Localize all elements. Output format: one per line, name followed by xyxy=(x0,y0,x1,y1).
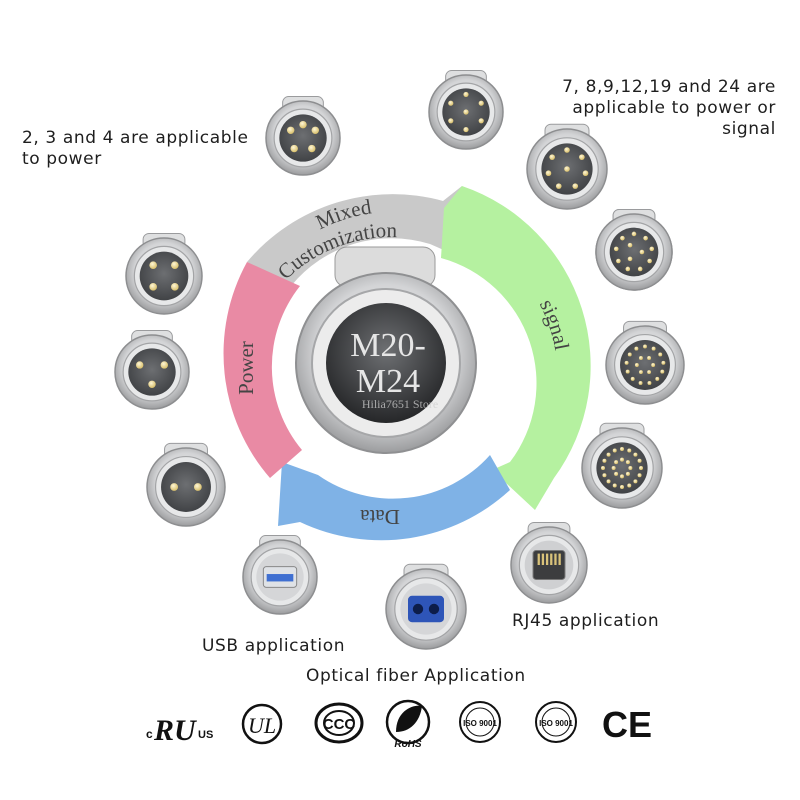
cycle-ring: Mixed Customization signal Data Power xyxy=(223,186,591,541)
caption-rj45: RJ45 application xyxy=(512,611,660,631)
connector-24pin xyxy=(581,422,663,509)
connector-optical-fiber xyxy=(385,563,467,650)
svg-text:RU: RU xyxy=(153,714,197,747)
connector-3pin xyxy=(114,330,190,410)
data-arc xyxy=(278,455,510,541)
connector-rj45 xyxy=(510,521,588,604)
iso-9001-logo-1: ISO 9001 xyxy=(459,701,501,743)
connector-19pin xyxy=(605,320,685,405)
certification-row: c RU US UL CCC RoHS ISO 9001 ISO 9001 xyxy=(146,699,652,750)
rohs-logo: RoHS xyxy=(385,699,431,750)
iso-9001-logo-2: ISO 9001 xyxy=(535,701,577,743)
svg-text:US: US xyxy=(198,729,213,741)
connector-7pin xyxy=(428,70,504,150)
ring-label-data: Data xyxy=(360,505,400,529)
connector-8pin xyxy=(526,123,608,210)
connector-2pin xyxy=(146,442,226,527)
ccc-logo: CCC xyxy=(314,702,364,744)
ring-label-power: Power xyxy=(234,341,258,395)
caption-optical-fiber: Optical fiber Application xyxy=(306,666,526,686)
connector-5pin xyxy=(265,96,341,176)
connector-usb xyxy=(242,535,318,615)
svg-text:UL: UL xyxy=(248,713,276,738)
connector-12pin xyxy=(595,208,673,291)
svg-text:ISO 9001: ISO 9001 xyxy=(539,719,573,728)
center-model-line2: M24 xyxy=(356,363,420,400)
watermark: Hilia7651 Store xyxy=(362,397,438,411)
connector-gallery xyxy=(114,70,685,650)
ul-recognized-logo: c RU US xyxy=(146,714,213,747)
center-model-line1: M20- xyxy=(350,327,426,364)
power-arc xyxy=(223,262,302,478)
svg-text:CCC: CCC xyxy=(323,716,356,733)
caption-signal-connectors: 7, 8,9,12,19 and 24 are applicable to po… xyxy=(562,77,776,139)
ce-logo: CE xyxy=(602,704,652,745)
caption-usb: USB application xyxy=(202,636,346,656)
mixed-customization-arc xyxy=(247,186,462,286)
ul-listed-logo: UL xyxy=(241,703,283,745)
center-connector-m20-m24: M20- M24 Hilia7651 Store xyxy=(295,246,477,454)
connector-4pin xyxy=(125,232,203,315)
svg-text:ISO 9001: ISO 9001 xyxy=(463,719,497,728)
svg-text:c: c xyxy=(146,727,153,741)
caption-power-connectors: 2, 3 and 4 are applicable to power xyxy=(22,128,249,169)
svg-text:RoHS: RoHS xyxy=(394,739,422,750)
signal-arc xyxy=(441,186,591,510)
